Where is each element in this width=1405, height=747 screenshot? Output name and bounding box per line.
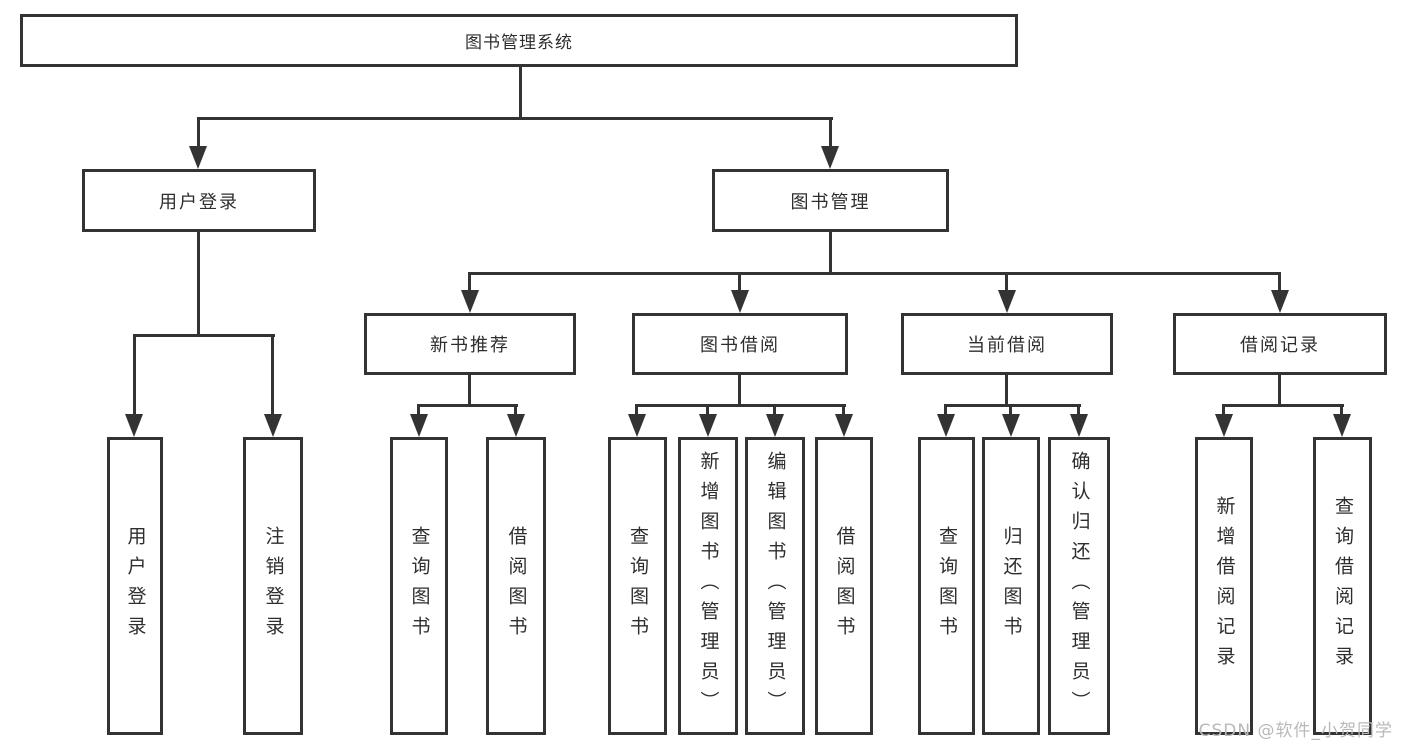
leaf-label: 用户登录 xyxy=(124,526,147,646)
arrowhead xyxy=(1215,414,1233,437)
connector-line xyxy=(133,334,136,414)
connector-line xyxy=(417,404,518,407)
connector-line xyxy=(1005,373,1008,406)
leaf-add-borrow-record: 新增借阅记录 xyxy=(1195,437,1253,735)
leaf-label: 编辑图书（管理员） xyxy=(764,451,787,721)
leaf-label: 借阅图书 xyxy=(505,526,528,646)
arrowhead xyxy=(628,414,646,437)
connector-line xyxy=(468,272,471,292)
connector-line xyxy=(1340,404,1343,416)
connector-line xyxy=(829,230,832,274)
connector-line xyxy=(417,404,420,416)
leaf-label: 注销登录 xyxy=(262,526,285,646)
leaf-add-books-admin: 新增图书（管理员） xyxy=(678,437,738,735)
arrowhead xyxy=(264,414,282,437)
leaf-query-borrow-record: 查询借阅记录 xyxy=(1313,437,1372,735)
leaf-user-login: 用户登录 xyxy=(107,437,163,735)
leaf-label: 查询借阅记录 xyxy=(1331,496,1354,676)
leaf-return-books: 归还图书 xyxy=(982,437,1040,735)
connector-line xyxy=(468,373,471,406)
arrowhead xyxy=(1070,414,1088,437)
leaf-label: 查询图书 xyxy=(408,526,431,646)
arrowhead xyxy=(189,146,207,169)
connector-line xyxy=(773,404,776,416)
connector-line xyxy=(1005,272,1008,292)
node-root-label: 图书管理系统 xyxy=(465,33,573,53)
connector-line xyxy=(829,117,832,149)
leaf-label: 归还图书 xyxy=(1000,526,1023,646)
connector-line xyxy=(197,230,200,336)
leaf-edit-books-admin: 编辑图书（管理员） xyxy=(745,437,805,735)
leaf-label: 借阅图书 xyxy=(833,526,856,646)
csdn-watermark: CSDN @软件_小贺同学 xyxy=(1198,721,1393,741)
leaf-logout: 注销登录 xyxy=(243,437,303,735)
node-new-book-recommend: 新书推荐 xyxy=(364,313,576,375)
node-current-borrowing: 当前借阅 xyxy=(901,313,1113,375)
arrowhead xyxy=(937,414,955,437)
connector-line xyxy=(944,404,1081,407)
node-borrowing-records: 借阅记录 xyxy=(1173,313,1387,375)
connector-line xyxy=(738,373,741,406)
node-current-borrowing-label: 当前借阅 xyxy=(967,335,1047,356)
connector-line xyxy=(133,334,275,337)
leaf-label: 查询图书 xyxy=(935,526,958,646)
node-root: 图书管理系统 xyxy=(20,14,1018,67)
arrowhead xyxy=(410,414,428,437)
connector-line xyxy=(519,65,522,118)
arrowhead xyxy=(998,290,1016,313)
arrowhead xyxy=(821,146,839,169)
leaf-query-books-borrowing: 查询图书 xyxy=(608,437,667,735)
arrowhead xyxy=(507,414,525,437)
connector-line xyxy=(468,272,1281,275)
arrowhead xyxy=(699,414,717,437)
arrowhead xyxy=(731,290,749,313)
leaf-borrow-books-recommend: 借阅图书 xyxy=(486,437,546,735)
connector-line xyxy=(706,404,709,416)
connector-line xyxy=(635,404,846,407)
node-book-borrowing-label: 图书借阅 xyxy=(700,335,780,356)
connector-line xyxy=(842,404,845,416)
arrowhead xyxy=(835,414,853,437)
connector-line xyxy=(1278,373,1281,406)
connector-line xyxy=(271,334,274,414)
connector-line xyxy=(514,404,517,416)
connector-line xyxy=(1278,272,1281,292)
connector-line xyxy=(1222,404,1344,407)
connector-line xyxy=(1009,404,1012,416)
node-user-login: 用户登录 xyxy=(82,169,316,232)
arrowhead xyxy=(1002,414,1020,437)
node-user-login-label: 用户登录 xyxy=(159,191,239,213)
leaf-label: 新增借阅记录 xyxy=(1213,496,1236,676)
arrowhead xyxy=(1333,414,1351,437)
arrowhead xyxy=(461,290,479,313)
leaf-confirm-return-admin: 确认归还（管理员） xyxy=(1048,437,1110,735)
node-book-management-label: 图书管理 xyxy=(790,191,871,213)
leaf-label: 确认归还（管理员） xyxy=(1068,451,1091,721)
node-book-management: 图书管理 xyxy=(712,169,949,232)
connector-line xyxy=(1077,404,1080,416)
connector-line xyxy=(1222,404,1225,416)
leaf-label: 查询图书 xyxy=(626,526,649,646)
node-new-book-recommend-label: 新书推荐 xyxy=(430,335,510,356)
leaf-query-books-recommend: 查询图书 xyxy=(390,437,448,735)
connector-line xyxy=(197,117,200,149)
connector-line xyxy=(635,404,638,416)
connector-line xyxy=(944,404,947,416)
leaf-borrow-books: 借阅图书 xyxy=(815,437,873,735)
arrowhead xyxy=(125,414,143,437)
connector-line xyxy=(197,117,833,120)
leaf-query-books-current: 查询图书 xyxy=(918,437,975,735)
node-book-borrowing: 图书借阅 xyxy=(632,313,848,375)
arrowhead xyxy=(766,414,784,437)
connector-line xyxy=(738,272,741,292)
leaf-label: 新增图书（管理员） xyxy=(697,451,720,721)
node-borrowing-records-label: 借阅记录 xyxy=(1240,335,1320,356)
arrowhead xyxy=(1271,290,1289,313)
